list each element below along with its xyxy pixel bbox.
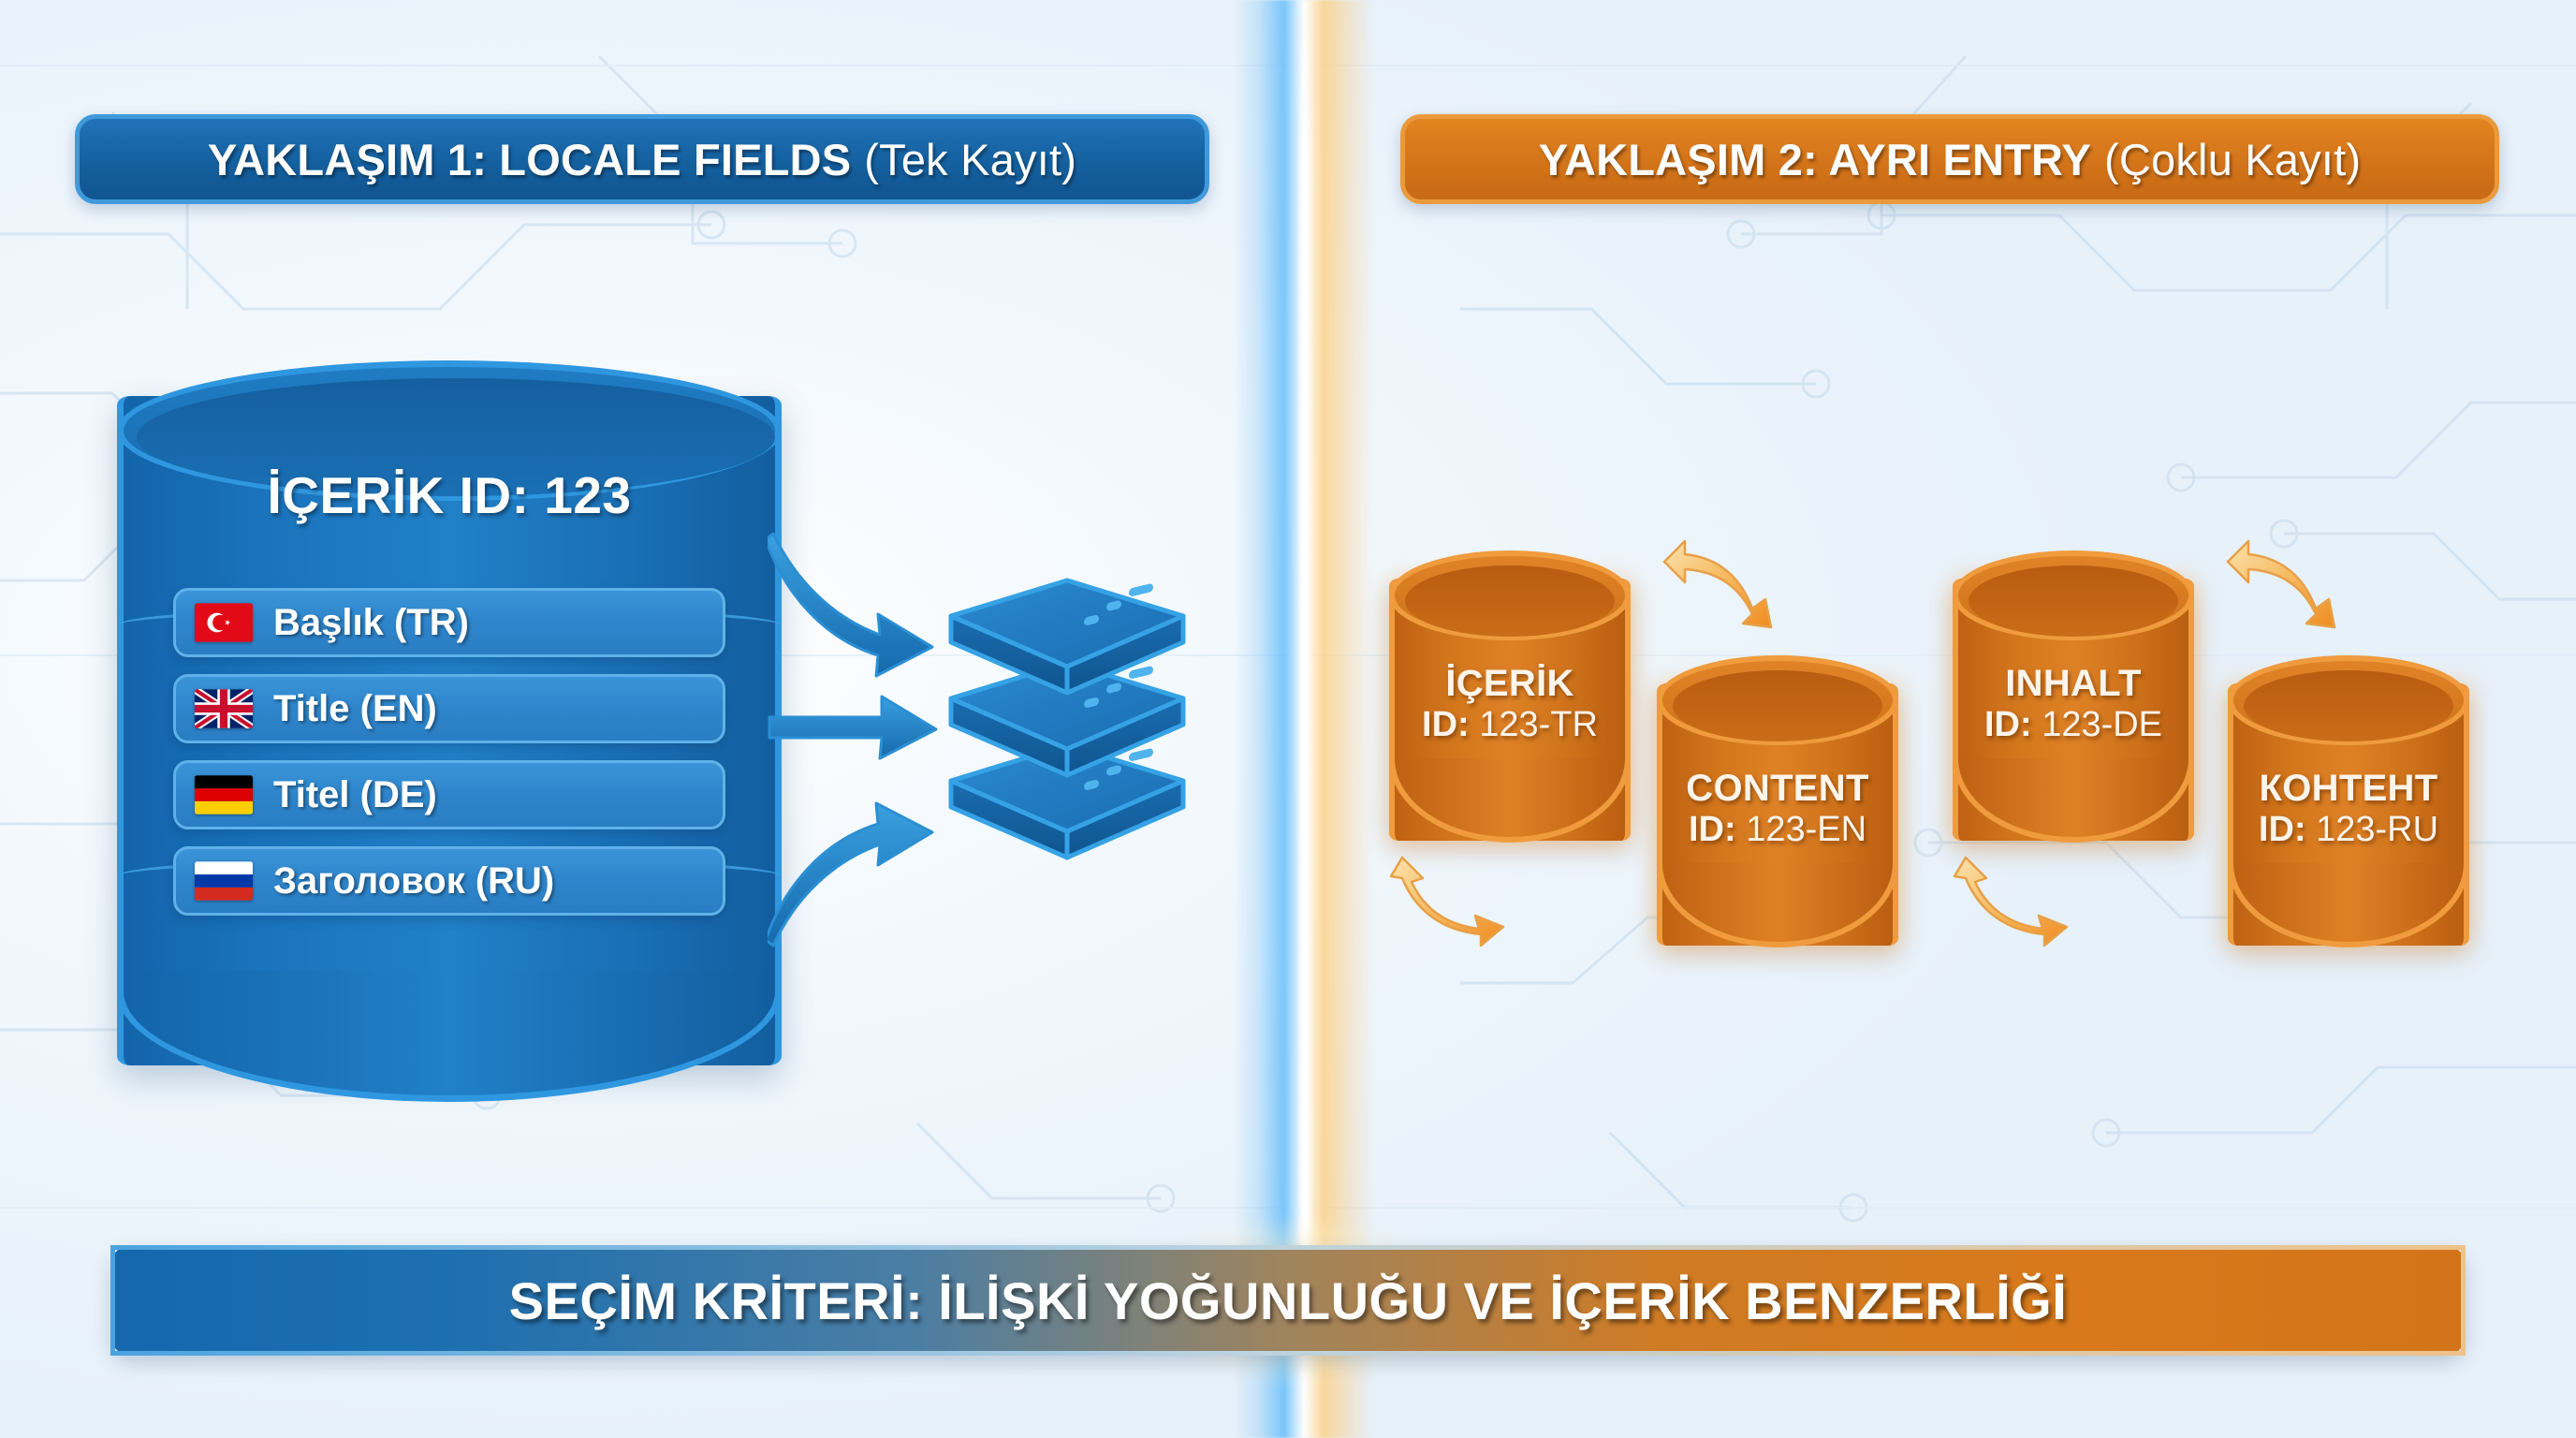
header-approach-2-subtitle: (Çoklu Kayıt) xyxy=(2104,134,2362,184)
record-name: CONTENT xyxy=(1686,768,1869,809)
record-id-value: 123-EN xyxy=(1746,810,1867,850)
double-headed-curved-arrow-icon xyxy=(2226,539,2336,629)
locale-field-label: Title (EN) xyxy=(273,687,437,729)
locale-field-label: Titel (DE) xyxy=(273,773,437,815)
flag-de-icon xyxy=(195,775,253,814)
record-cylinder-en: CONTENT ID: 123-EN xyxy=(1657,655,1898,947)
locale-field-row-de[interactable]: Titel (DE) xyxy=(173,760,725,829)
locale-field-list: Başlık (TR) Title (EN) xyxy=(173,588,725,916)
double-headed-curved-arrow-icon xyxy=(1662,539,1773,629)
server-stack-icon xyxy=(948,578,1186,860)
record-id-label: ID: xyxy=(2258,810,2306,850)
cylinder-bottom xyxy=(117,971,782,1102)
cylinder-top xyxy=(2228,655,2469,745)
record-id: ID: 123-DE xyxy=(1953,705,2194,745)
record-id-value: 123-RU xyxy=(2316,810,2439,850)
locale-field-row-ru[interactable]: Заголовок (RU) xyxy=(173,846,725,916)
record-text-block: КОНТЕНТ ID: 123-RU xyxy=(2228,768,2469,850)
record-id: ID: 123-TR xyxy=(1389,705,1631,745)
panel-divider-core xyxy=(1300,0,1310,1438)
flag-tr-icon xyxy=(195,603,253,642)
record-text-block: CONTENT ID: 123-EN xyxy=(1657,768,1898,850)
record-name: INHALT xyxy=(2005,663,2142,704)
criteria-banner: SEÇİM KRİTERİ: İLİŞKİ YOĞUNLUĞU VE İÇERİ… xyxy=(110,1245,2466,1356)
record-id-value: 123-TR xyxy=(1479,705,1598,745)
cylinder-top xyxy=(1389,550,1631,640)
record-id-label: ID: xyxy=(1422,705,1470,745)
record-id-label: ID: xyxy=(1983,705,2032,745)
record-cylinder-de: INHALT ID: 123-DE xyxy=(1953,550,2194,843)
record-text-block: İÇERİK ID: 123-TR xyxy=(1389,663,1631,745)
record-cylinder-ru: КОНТЕНТ ID: 123-RU xyxy=(2228,655,2469,947)
curved-arrow-right-icon xyxy=(768,801,934,947)
cylinder-top-inner xyxy=(1673,670,1882,741)
curved-arrow-right-icon xyxy=(768,532,934,678)
panel-divider-glow xyxy=(1234,0,1374,1438)
record-name: КОНТЕНТ xyxy=(2259,768,2438,809)
cylinder-top-inner xyxy=(1969,565,2178,637)
locale-field-label: Заголовок (RU) xyxy=(273,859,555,902)
header-approach-2: YAKLAŞIM 2: AYRI ENTRY (Çoklu Kayıt) xyxy=(1400,114,2499,204)
criteria-banner-text: SEÇİM KRİTERİ: İLİŞKİ YOĞUNLUĞU VE İÇERİ… xyxy=(508,1270,2068,1330)
record-cylinder-tr: İÇERİK ID: 123-TR xyxy=(1389,550,1631,843)
record-id: ID: 123-RU xyxy=(2228,810,2469,850)
record-id-label: ID: xyxy=(1688,810,1736,850)
double-headed-curved-arrow-icon xyxy=(1389,856,1505,947)
header-approach-1-subtitle: (Tek Kayıt) xyxy=(864,134,1077,184)
database-title: İÇERİK ID: 123 xyxy=(267,466,632,524)
record-name: İÇERİK xyxy=(1445,663,1574,704)
cylinder-top-inner xyxy=(1405,565,1615,637)
record-id: ID: 123-EN xyxy=(1657,810,1898,850)
header-approach-1: YAKLAŞIM 1: LOCALE FIELDS (Tek Kayıt) xyxy=(75,114,1209,204)
record-id-value: 123-DE xyxy=(2042,705,2163,745)
flag-ru-icon xyxy=(195,861,253,901)
header-approach-1-title: YAKLAŞIM 1: LOCALE FIELDS xyxy=(207,134,852,184)
merge-arrows-group xyxy=(768,532,938,947)
record-text-block: INHALT ID: 123-DE xyxy=(1953,663,2194,745)
flag-gb-icon xyxy=(195,689,253,728)
curved-arrow-right-icon xyxy=(768,695,938,760)
double-headed-curved-arrow-icon xyxy=(1953,856,2069,947)
locale-field-row-tr[interactable]: Başlık (TR) xyxy=(173,588,725,657)
cylinder-top-inner xyxy=(2244,670,2453,741)
cylinder-top xyxy=(1657,655,1898,745)
locale-field-label: Başlık (TR) xyxy=(273,601,469,643)
cylinder-top xyxy=(1953,550,2194,640)
header-approach-2-title: YAKLAŞIM 2: AYRI ENTRY xyxy=(1538,134,2092,184)
locale-field-row-en[interactable]: Title (EN) xyxy=(173,674,725,743)
